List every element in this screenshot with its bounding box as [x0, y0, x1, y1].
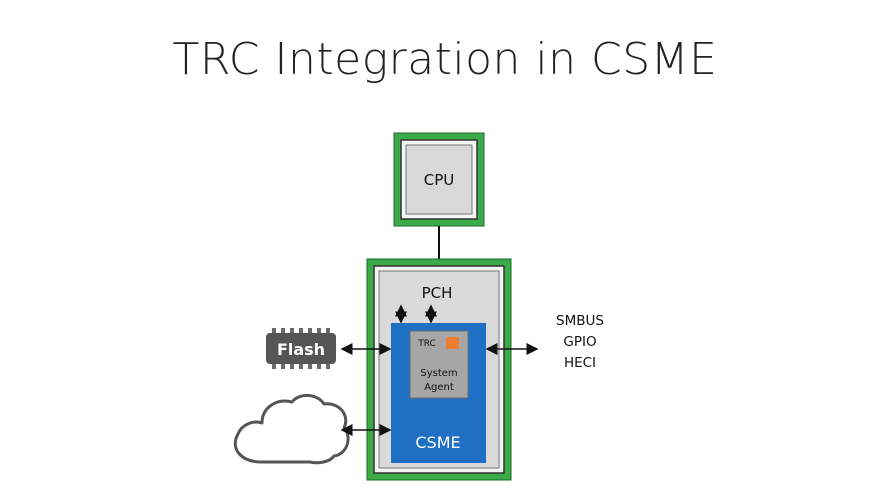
flash-chip: Flash	[266, 328, 336, 369]
cloud-icon	[233, 394, 350, 465]
cpu-block: CPU	[393, 132, 485, 227]
cpu-label: CPU	[424, 171, 455, 189]
interface-heci: HECI	[563, 355, 597, 371]
csme-label: CSME	[415, 433, 460, 452]
system-agent-block: TRC System Agent	[409, 330, 469, 399]
flash-label: Flash	[277, 340, 325, 359]
system-agent-label-1: System	[420, 368, 457, 379]
interface-gpio: GPIO	[563, 334, 597, 350]
trc-label: TRC	[417, 339, 436, 349]
system-agent-label-2: Agent	[424, 382, 454, 393]
trc-indicator	[446, 337, 459, 349]
interfaces-list: SMBUS GPIO HECI	[540, 311, 620, 374]
slide-title: TRC Integration in CSME	[172, 34, 718, 85]
interface-smbus: SMBUS	[556, 313, 604, 329]
pch-label: PCH	[422, 284, 453, 302]
